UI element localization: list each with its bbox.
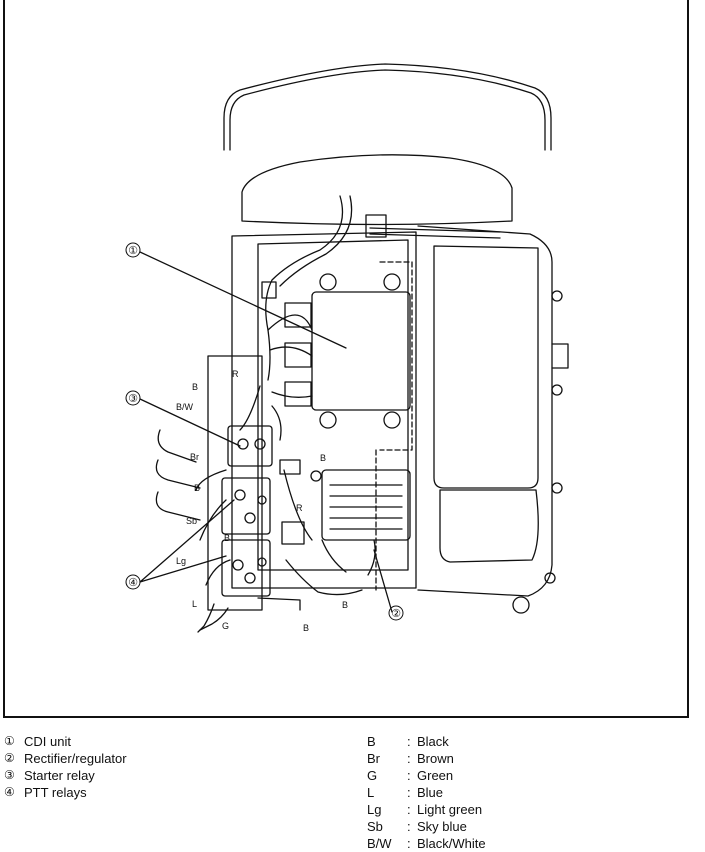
engine-block-right <box>417 225 553 597</box>
ptt-relay-lower <box>221 539 271 597</box>
engine-block-left <box>231 231 417 589</box>
wire-label-lg: Lg <box>176 556 186 566</box>
color-row-lg: Lg : Light green <box>367 802 483 817</box>
ptt-relay-upper <box>221 477 271 535</box>
wire-label-bw: B/W <box>176 402 194 412</box>
color-row-bw: B/W : Black/White <box>367 836 486 851</box>
wiring-diagram: ① ② ③ ④ B R B/W Br B B R Sb B Lg B L G B <box>125 63 569 633</box>
wire-label-b: B <box>192 382 198 392</box>
top-handle <box>223 63 552 151</box>
callout-1: ① <box>125 242 141 258</box>
color-row-g: G : Green <box>367 768 454 783</box>
top-cowling <box>241 154 513 226</box>
wire-label-br: Br <box>190 452 199 462</box>
wire-label-b-top: B <box>320 453 326 463</box>
legend-item-ptt-relays: ④ PTT relays <box>4 785 87 800</box>
legend-item-cdi: ① CDI unit <box>4 734 71 749</box>
svg-text:④: ④ <box>128 576 138 589</box>
wire-label-b-bottom: B <box>342 600 348 610</box>
parts-legend: ① CDI unit ② Rectifier/regulator ③ Start… <box>4 733 127 801</box>
wire-label-b-mid: B <box>194 483 200 493</box>
rectifier-regulator <box>321 469 411 541</box>
svg-text:①: ① <box>128 244 138 257</box>
legend-item-rectifier: ② Rectifier/regulator <box>4 751 127 766</box>
callout-3: ③ <box>125 390 141 406</box>
wire-color-legend: B : Black Br : Brown G : Green L : Blue … <box>367 733 486 852</box>
wire-label-l: L <box>192 599 197 609</box>
wire-label-r: R <box>232 369 239 379</box>
color-row-l: L : Blue <box>367 785 444 800</box>
wire-label-sb: Sb <box>186 516 197 526</box>
wire-label-b-foot: B <box>303 623 309 633</box>
color-row-b: B : Black <box>367 734 449 749</box>
wire-label-g: G <box>222 621 229 631</box>
wire-label-r-lower: R <box>296 503 303 513</box>
svg-text:②: ② <box>391 607 401 620</box>
color-row-br: Br : Brown <box>367 751 454 766</box>
legend-item-starter-relay: ③ Starter relay <box>4 768 95 783</box>
color-row-sb: Sb : Sky blue <box>367 819 467 834</box>
callout-4: ④ <box>125 574 141 590</box>
cdi-unit <box>311 291 411 411</box>
wire-label-b-low: B <box>224 533 230 543</box>
svg-text:③: ③ <box>128 392 138 405</box>
starter-relay <box>227 425 273 467</box>
diagram-frame <box>3 0 689 718</box>
callout-2: ② <box>388 605 404 621</box>
